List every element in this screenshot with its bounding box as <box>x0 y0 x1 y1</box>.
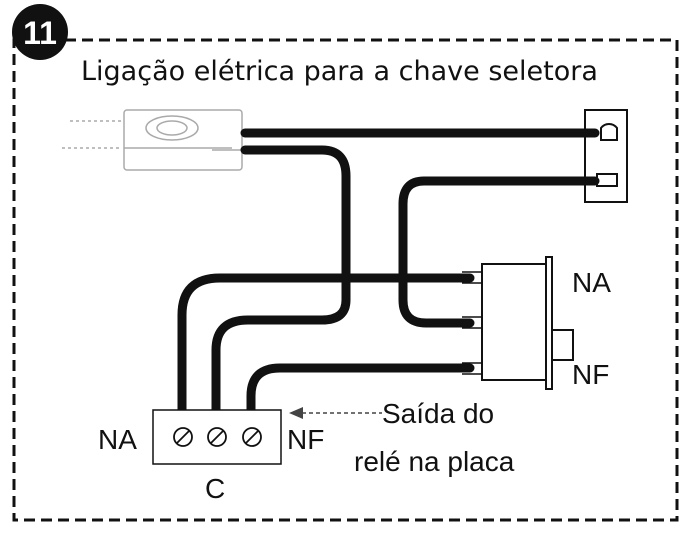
screw-terminal-icon <box>173 427 262 447</box>
switch-label-nf: NF <box>572 359 609 390</box>
dashed-frame <box>12 38 679 522</box>
wires <box>177 128 600 417</box>
wire-lamp-to-terminal-c <box>211 145 351 417</box>
figure-number-badge: 11 <box>12 4 68 60</box>
wire-terminal-nf-to-switch <box>246 363 475 417</box>
terminal-label-nf: NF <box>287 424 324 455</box>
wire-outlet-to-switch-na <box>398 176 600 328</box>
terminal-label-c: C <box>205 473 225 504</box>
annotation-line-1: Saída do <box>382 398 494 429</box>
selector-switch-icon <box>462 256 574 390</box>
terminal-label-na: NA <box>98 424 137 455</box>
figure-title: Ligação elétrica para a chave seletora <box>81 56 598 87</box>
figure-number: 11 <box>23 15 57 51</box>
terminal-block <box>152 409 282 465</box>
power-outlet-icon <box>584 109 628 203</box>
switch-label-na: NA <box>572 267 611 298</box>
annotation-line-2: relé na placa <box>354 446 515 477</box>
lamp-icon <box>62 109 243 171</box>
wire-terminal-na-to-switch <box>177 273 475 417</box>
arrow-left-icon <box>289 407 382 419</box>
